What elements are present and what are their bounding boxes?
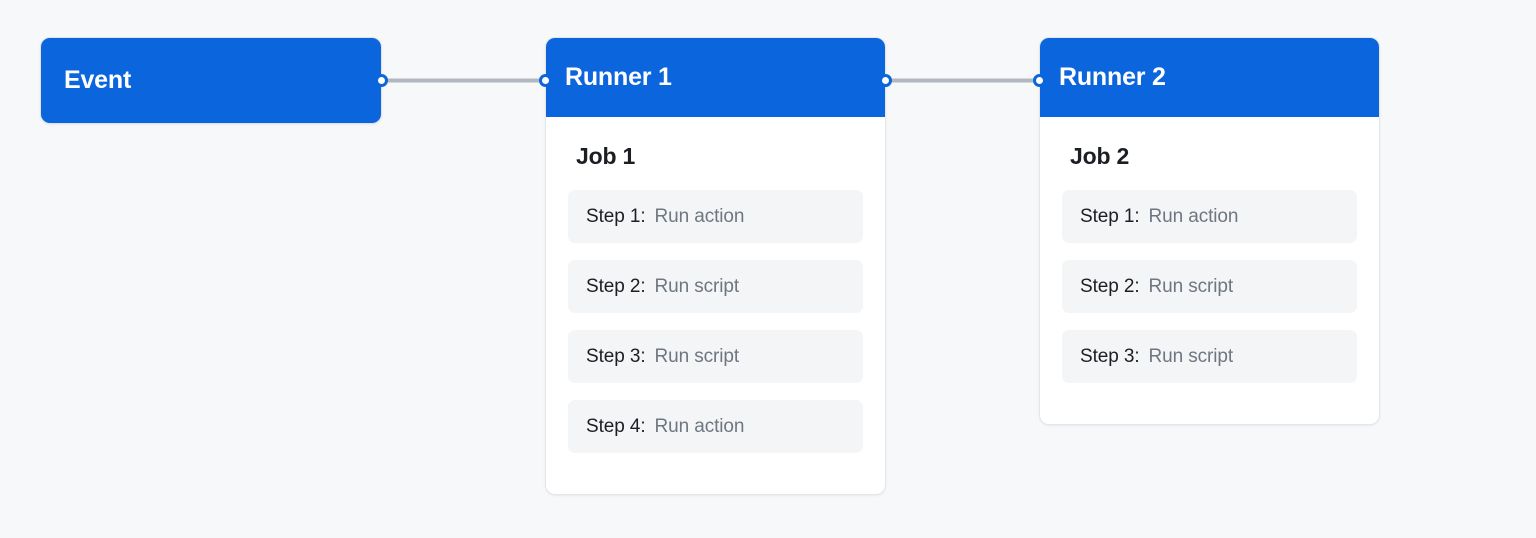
step-list-1: Step 1: Run action Step 2: Run script St…	[568, 190, 863, 453]
step-label: Step 1:	[586, 205, 646, 227]
step-row[interactable]: Step 3: Run script	[1062, 330, 1357, 383]
step-value: Run script	[1148, 345, 1234, 367]
handle-runner-1-source[interactable]	[879, 74, 892, 87]
job-title-1: Job 1	[576, 143, 636, 169]
step-value: Run action	[1148, 205, 1239, 227]
node-runner-1[interactable]: Runner 1 Job 1 Step 1: Run action Step 2…	[546, 38, 885, 494]
node-runner-1-header: Runner 1	[546, 38, 885, 117]
step-row[interactable]: Step 4: Run action	[568, 400, 863, 453]
handle-runner-2-target[interactable]	[1033, 74, 1046, 87]
step-label: Step 2:	[586, 275, 646, 297]
node-runner-2-title: Runner 2	[1059, 63, 1166, 91]
step-value: Run script	[654, 345, 740, 367]
step-value: Run script	[1148, 275, 1234, 297]
node-event-title: Event	[64, 66, 132, 94]
step-list-2: Step 1: Run action Step 2: Run script St…	[1062, 190, 1357, 383]
step-label: Step 2:	[1080, 275, 1140, 297]
node-runner-2-body: Job 2 Step 1: Run action Step 2: Run scr…	[1040, 143, 1379, 383]
step-row[interactable]: Step 3: Run script	[568, 330, 863, 383]
step-value: Run action	[654, 205, 745, 227]
node-runner-2[interactable]: Runner 2 Job 2 Step 1: Run action Step 2…	[1040, 38, 1379, 424]
node-runner-1-title: Runner 1	[565, 63, 672, 91]
step-label: Step 3:	[1080, 345, 1140, 367]
step-row[interactable]: Step 2: Run script	[568, 260, 863, 313]
step-value: Run script	[654, 275, 740, 297]
node-runner-2-header: Runner 2	[1040, 38, 1379, 117]
job-title-2: Job 2	[1070, 143, 1130, 169]
step-row[interactable]: Step 1: Run action	[1062, 190, 1357, 243]
node-event[interactable]: Event	[41, 38, 381, 123]
node-runner-1-body: Job 1 Step 1: Run action Step 2: Run scr…	[546, 143, 885, 453]
handle-runner-1-target[interactable]	[539, 74, 552, 87]
step-row[interactable]: Step 2: Run script	[1062, 260, 1357, 313]
step-row[interactable]: Step 1: Run action	[568, 190, 863, 243]
step-label: Step 3:	[586, 345, 646, 367]
step-value: Run action	[654, 415, 745, 437]
step-label: Step 1:	[1080, 205, 1140, 227]
step-label: Step 4:	[586, 415, 646, 437]
handle-event-source[interactable]	[375, 74, 388, 87]
